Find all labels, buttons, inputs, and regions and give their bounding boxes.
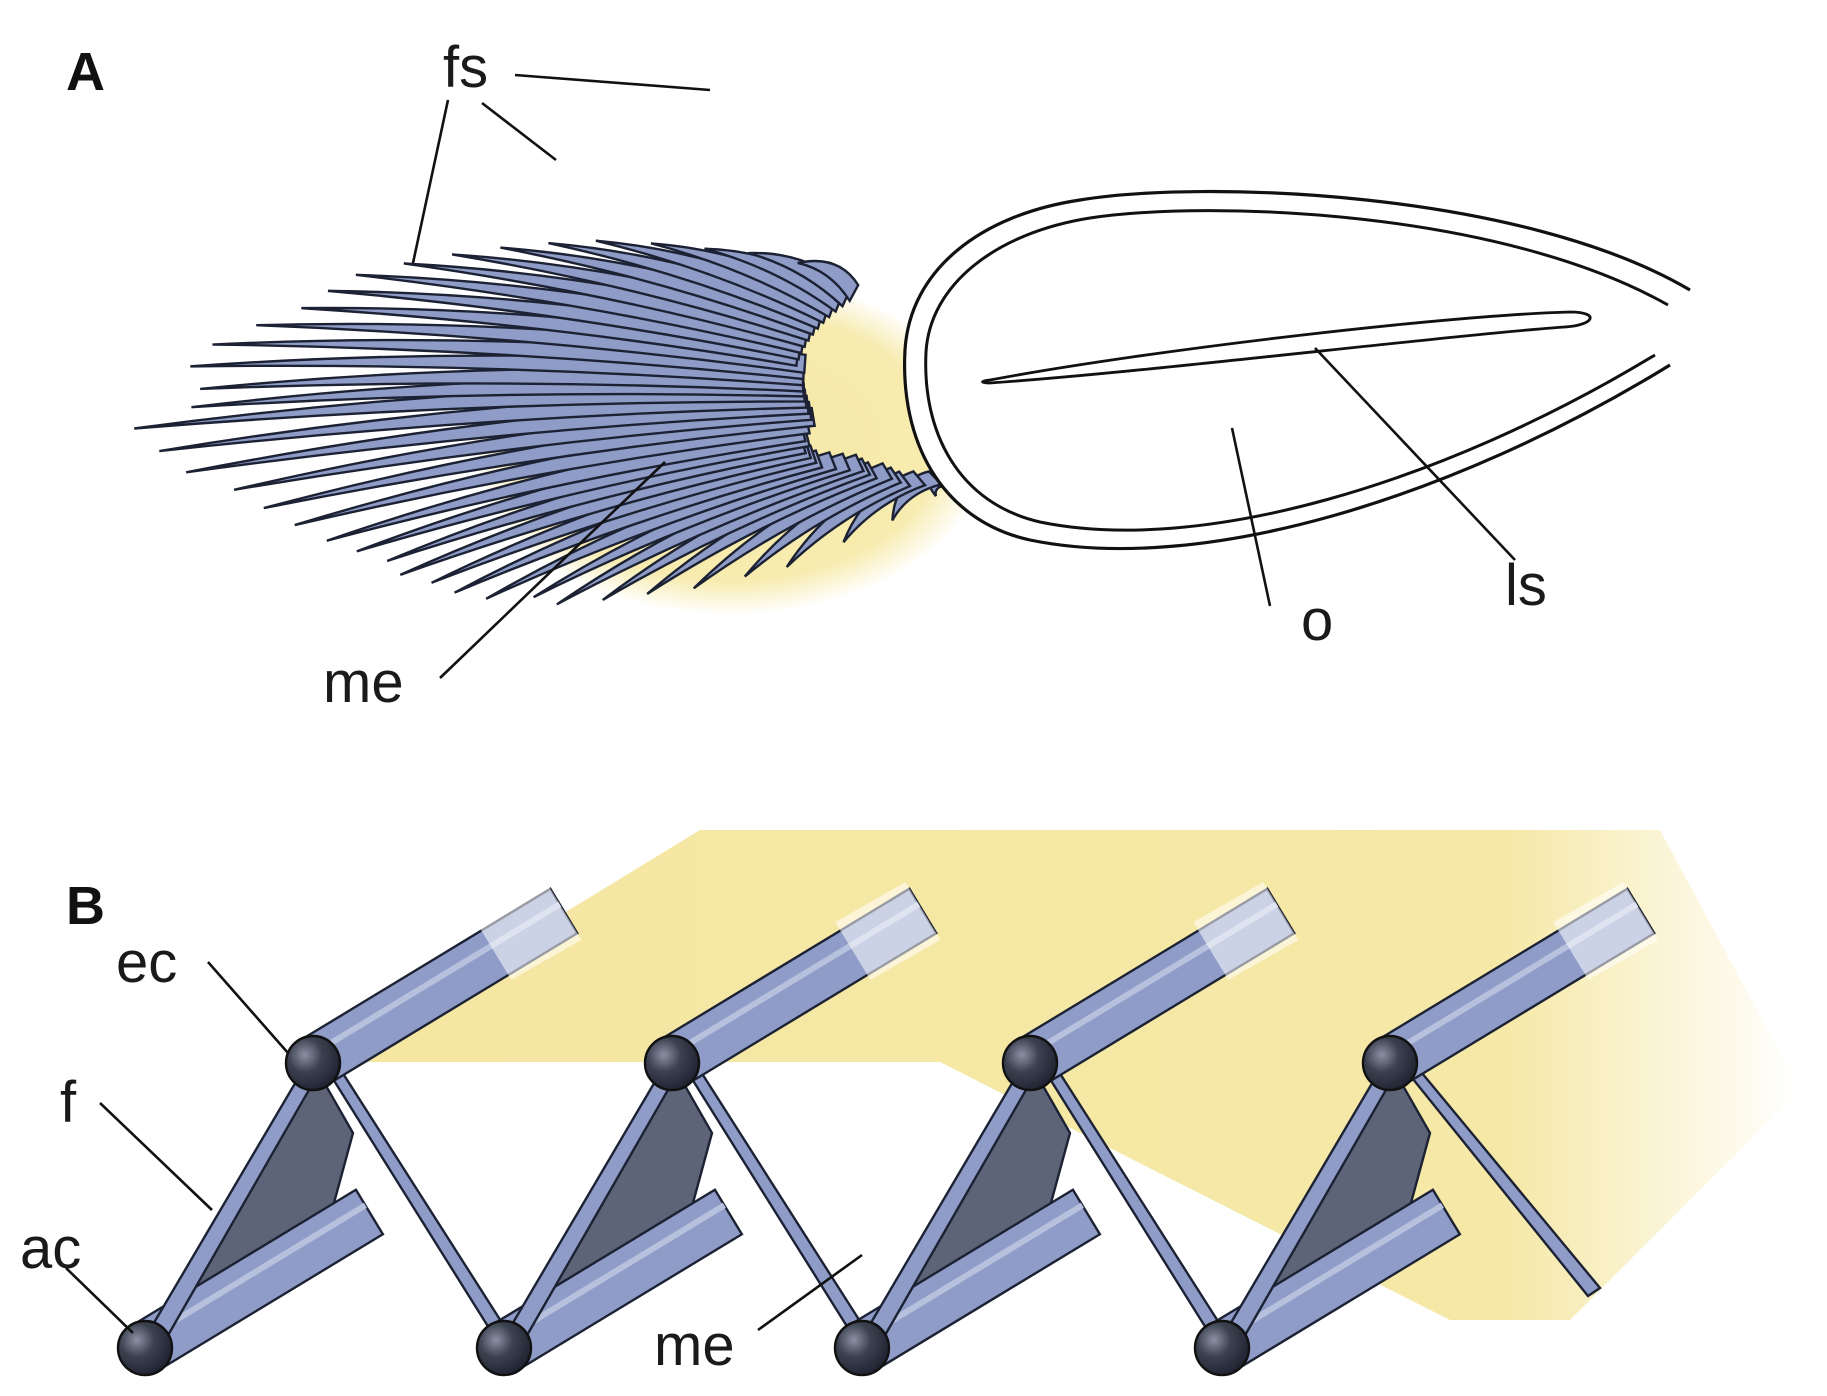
panel-a-letter: A xyxy=(66,42,105,102)
top-node xyxy=(1361,1034,1419,1092)
ovary-inner-wall xyxy=(924,209,1669,532)
label-o: o xyxy=(1301,588,1333,653)
panel-b: B ec f ac me xyxy=(20,830,1800,1378)
label-ls: ls xyxy=(1505,553,1547,618)
leader-fs-3 xyxy=(411,99,450,264)
leader-f xyxy=(99,1102,213,1211)
top-node xyxy=(643,1034,701,1092)
leader-me-b xyxy=(757,1253,863,1332)
bottom-node xyxy=(475,1319,533,1377)
label-me-a: me xyxy=(323,650,404,715)
top-node xyxy=(284,1034,342,1092)
label-me-b: me xyxy=(654,1313,735,1378)
leader-ec xyxy=(207,961,289,1054)
bottom-node xyxy=(116,1319,174,1377)
bottom-node xyxy=(1193,1319,1251,1377)
label-fs: fs xyxy=(443,35,488,100)
panel-b-letter: B xyxy=(66,876,105,936)
label-f: f xyxy=(60,1070,77,1135)
fin-strut xyxy=(797,259,860,304)
panel-a: A fs me o ls xyxy=(66,35,1691,715)
bottom-node xyxy=(833,1319,891,1377)
top-node xyxy=(1001,1034,1059,1092)
label-ac: ac xyxy=(20,1216,81,1281)
fold-units xyxy=(116,882,1659,1377)
rod-fade xyxy=(835,882,941,980)
leader-fs-1 xyxy=(514,73,711,92)
leader-o xyxy=(1230,427,1272,607)
rod-fade xyxy=(1553,882,1659,980)
leader-me-a xyxy=(439,461,666,679)
rod-fade xyxy=(476,882,582,980)
label-ec: ec xyxy=(116,930,177,995)
rod-fade xyxy=(1193,882,1299,980)
leader-ac xyxy=(65,1267,134,1334)
lamellar-septum xyxy=(981,310,1592,385)
leader-ls xyxy=(1314,347,1516,561)
leader-fs-2 xyxy=(481,101,557,162)
fin-struts xyxy=(134,239,955,606)
